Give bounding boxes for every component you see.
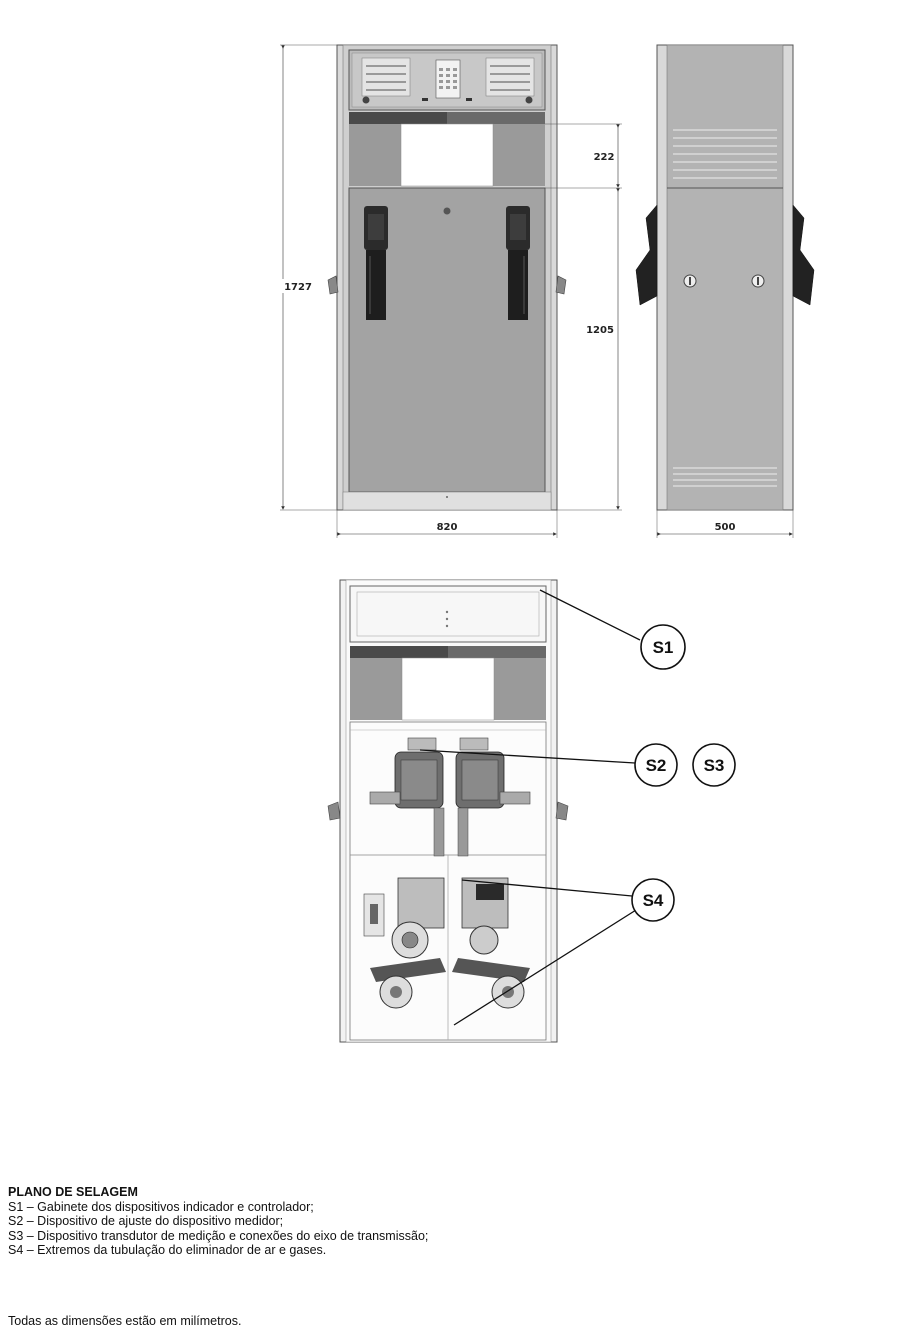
- left-pump: [363, 877, 446, 1009]
- callout-s1-label: S1: [653, 638, 674, 657]
- callout-s2-label: S2: [646, 756, 667, 775]
- display-panel: [348, 49, 546, 111]
- technical-drawing: 1727 222 1205 820: [279, 44, 815, 1043]
- callout-s3: S3: [692, 743, 736, 787]
- dimension-width-front: 820: [437, 522, 458, 533]
- callout-s3-label: S3: [704, 756, 725, 775]
- dimension-body-height: 1205: [586, 325, 614, 336]
- units-note: Todas as dimensões estão em milímetros.: [8, 1314, 242, 1328]
- legend-item-s1: S1 – Gabinete dos dispositivos indicador…: [8, 1199, 314, 1214]
- callout-s1: S1: [539, 589, 686, 670]
- front-view: 1727 222 1205 820: [279, 44, 622, 538]
- right-nozzle: [506, 206, 530, 320]
- callout-s4-label: S4: [643, 891, 664, 910]
- legend-item-s2: S2 – Dispositivo de ajuste do dispositiv…: [8, 1214, 284, 1228]
- right-pump: [452, 877, 530, 1009]
- legend-title: PLANO DE SELAGEM: [8, 1185, 138, 1199]
- sealing-plan-legend: PLANO DE SELAGEM S1 – Gabinete dos dispo…: [8, 1185, 888, 1258]
- legend-item-s3: S3 – Dispositivo transdutor de medição e…: [8, 1228, 429, 1243]
- left-meter: [369, 737, 445, 857]
- legend-item-s4: S4 – Extremos da tubulação do eliminador…: [8, 1243, 327, 1257]
- callout-s4: S4: [453, 878, 675, 1026]
- right-meter: [455, 737, 531, 857]
- dimension-total-height: 1727: [284, 282, 312, 293]
- dimension-width-side: 500: [715, 522, 736, 533]
- left-nozzle: [364, 206, 388, 320]
- dimension-head-gap: 222: [594, 152, 615, 163]
- side-view: 500: [635, 44, 815, 538]
- callout-s2: S2: [419, 743, 678, 787]
- internal-view: [327, 579, 569, 1043]
